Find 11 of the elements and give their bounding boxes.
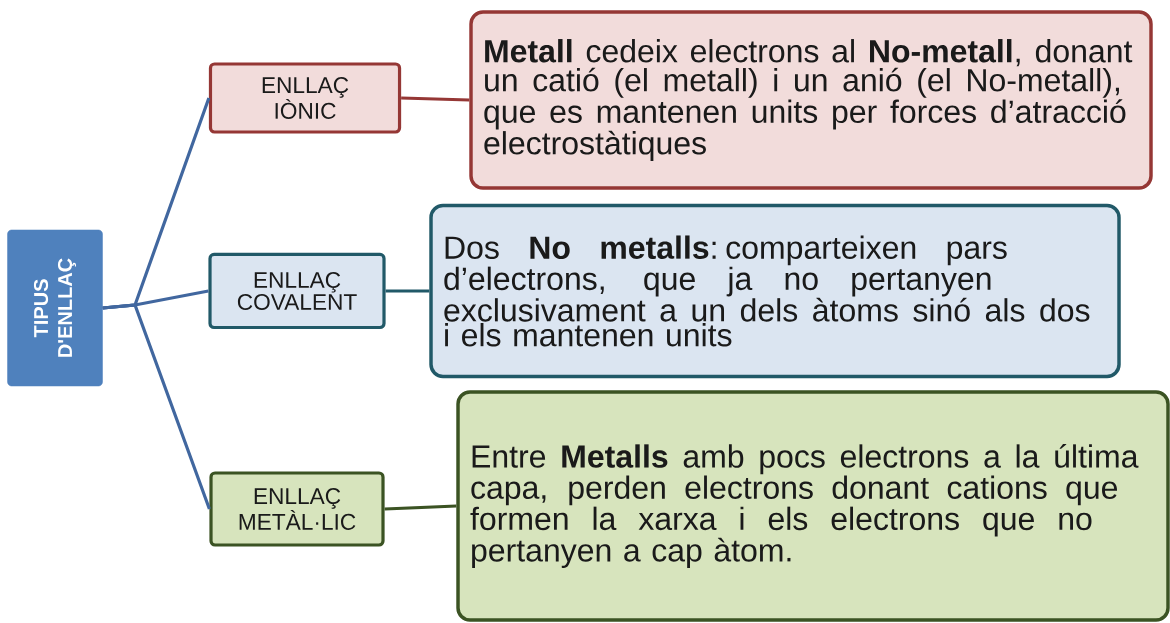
description-box: Metall cedeix electrons al No-metall, donant un catió (el metall) i un anió (el No-metall), que es mantenen units per forces d’atracció electrostàtiques: [469, 10, 1153, 190]
bond-type-box: ENLLAÇ IÒNIC: [208, 62, 402, 134]
connector-line: [102, 303, 211, 510]
category-box: TIPUS D'ENLLAÇ: [7, 229, 103, 387]
connector-line: [384, 504, 457, 511]
description-box: Dos No metalls: comparteixen pars d’electrons, que ja no pertanyen exclusivament a un dels àtoms sinó als dos i els mantenen units: [429, 203, 1121, 379]
connector-line: [401, 96, 470, 102]
connector-line: [385, 289, 430, 293]
bond-type-box: ENLLAÇ METÀL·LIC: [209, 471, 385, 547]
bond-type-box: ENLLAÇ COVALENT: [208, 252, 386, 330]
description-box: Entre Metalls amb pocs electrons a la última capa, perden electrons donant cations que formen la xarxa i els electrons que no pertanyen a cap àtom.: [456, 390, 1170, 622]
